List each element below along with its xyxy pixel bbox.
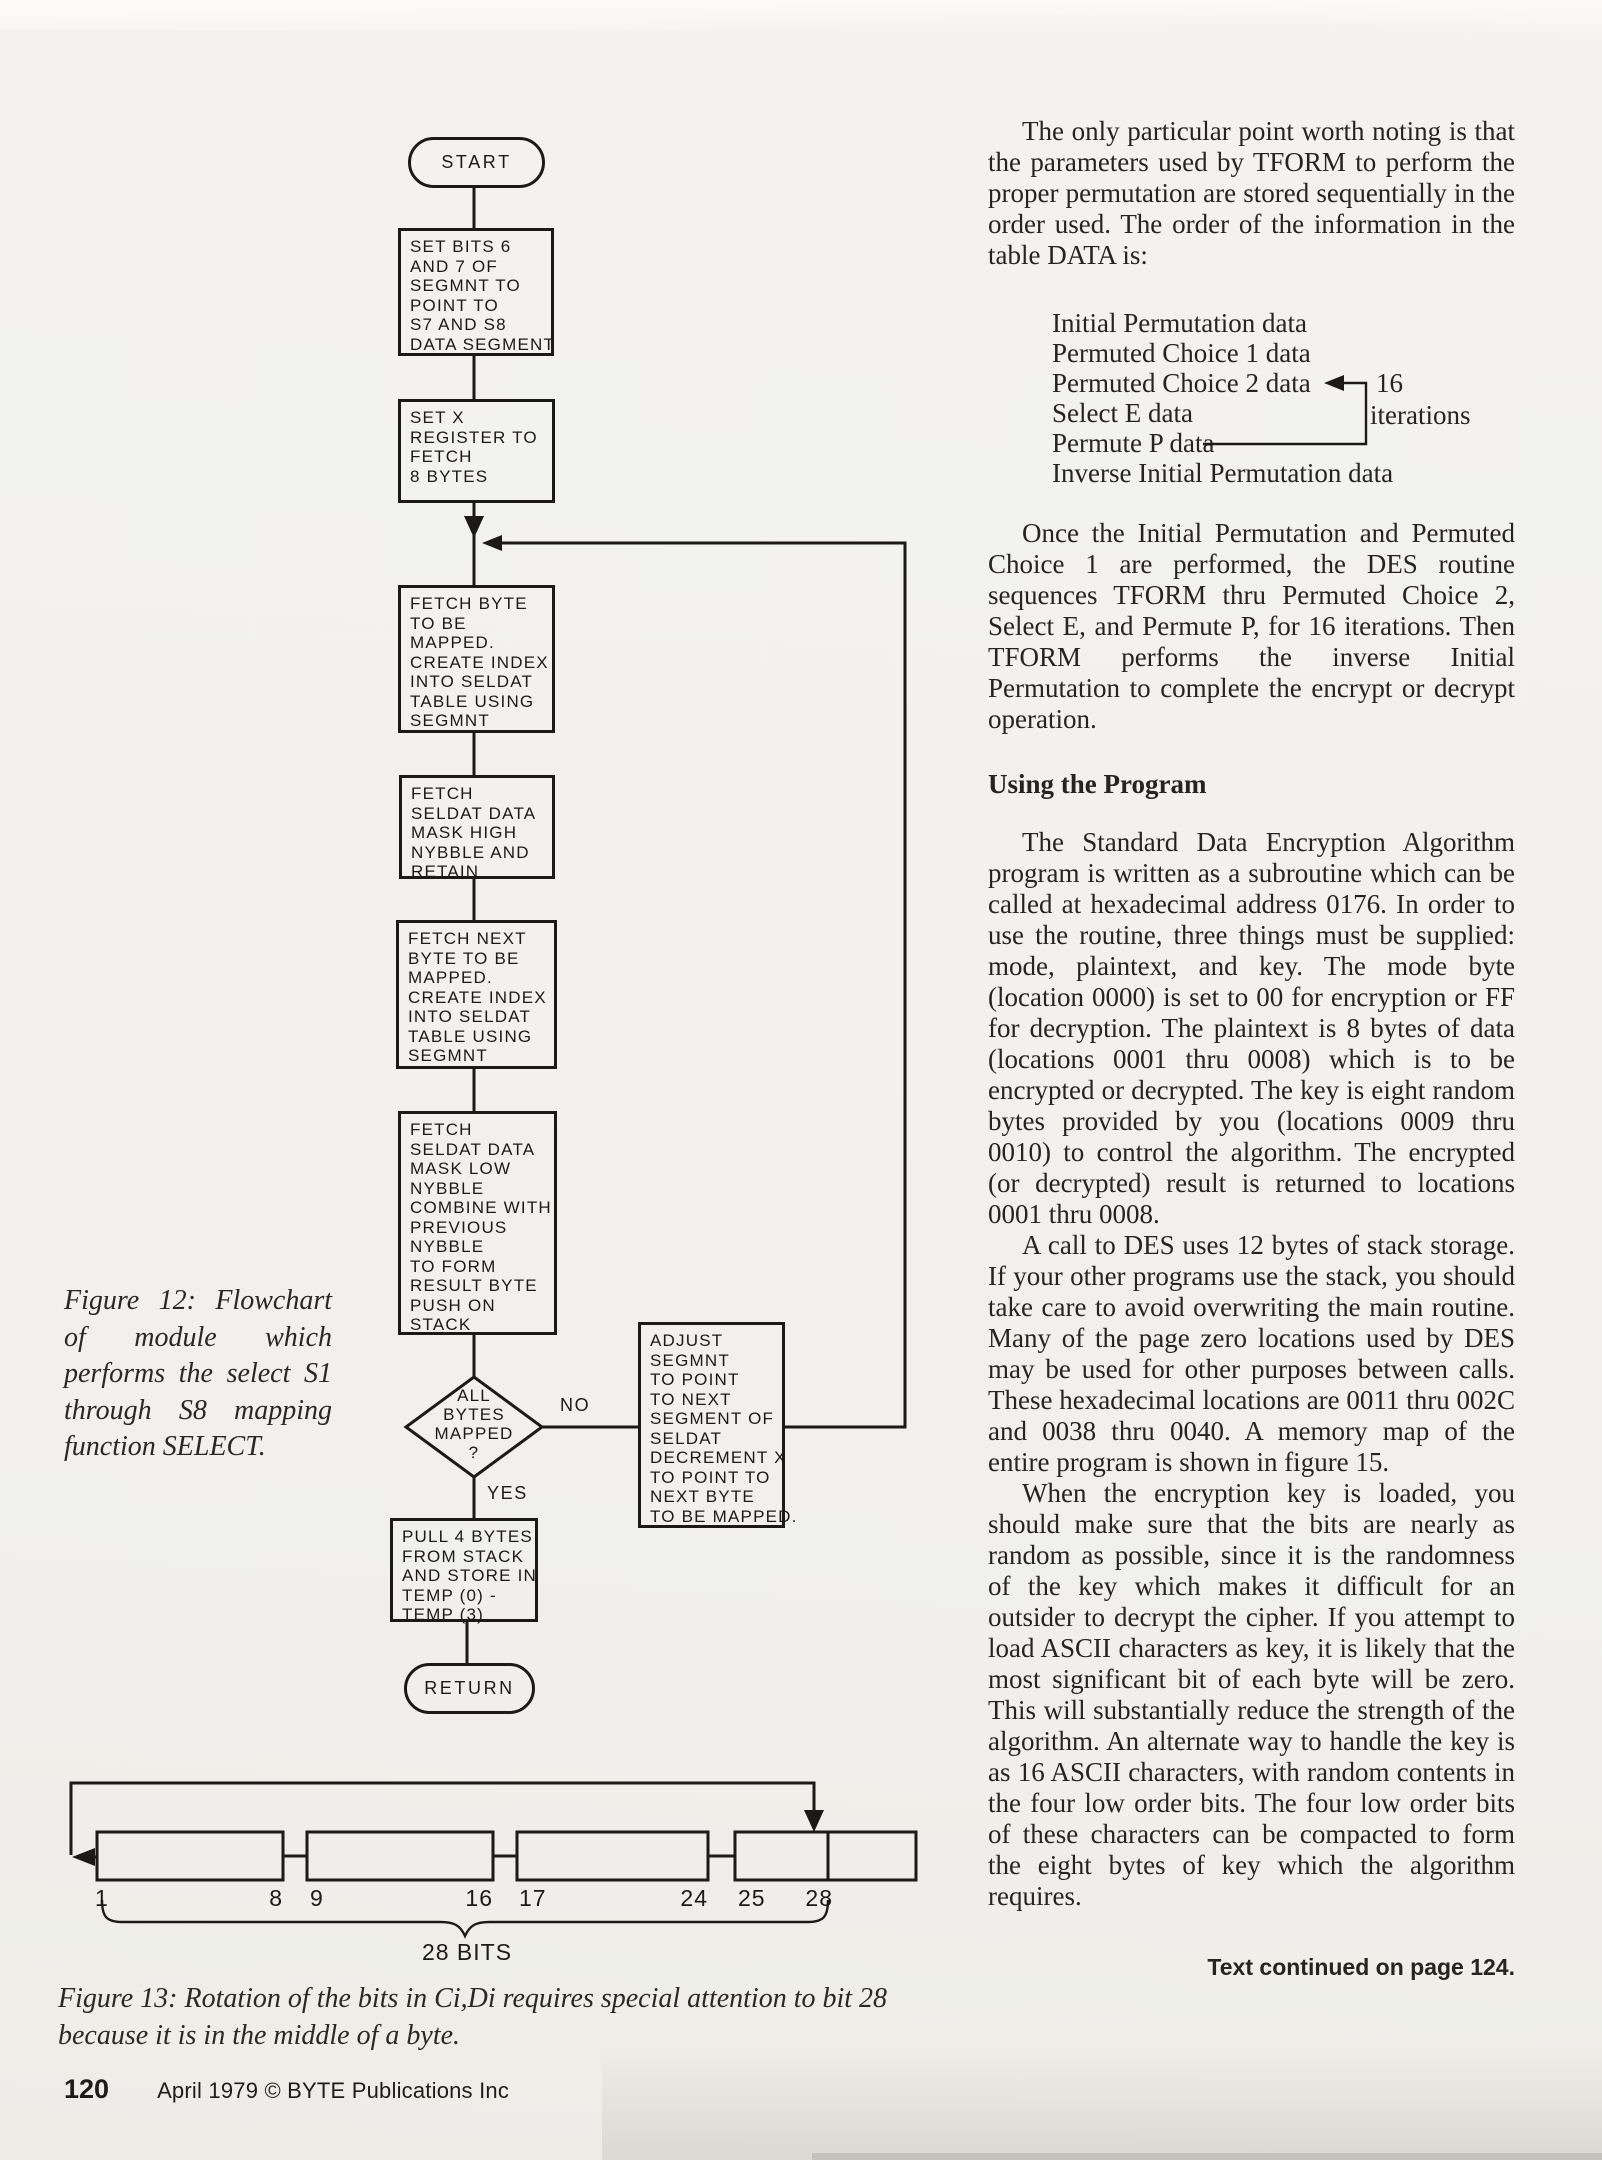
pull-bytes-label: PULL 4 BYTES FROM STACK AND STORE IN TEM… xyxy=(402,1527,537,1624)
decision-no-label: NO xyxy=(560,1395,591,1415)
iterations-word: iterations xyxy=(1370,400,1471,430)
page-number: 120 xyxy=(64,2074,110,2104)
decision-label: ALL BYTES MAPPED ? xyxy=(434,1386,514,1462)
article-column: The only particular point worth noting i… xyxy=(988,116,1515,1981)
fig13-byte-box-4 xyxy=(733,1830,918,1882)
flowchart-box-set-x: SET X REGISTER TO FETCH 8 BYTES xyxy=(398,399,555,503)
fig13-brace xyxy=(100,1899,830,1939)
fig13-bit-label-24: 24 xyxy=(680,1885,708,1911)
article-paragraph-1: The only particular point worth noting i… xyxy=(988,116,1515,270)
return-label: RETURN xyxy=(424,1677,515,1698)
fig13-bit-label-9: 9 xyxy=(310,1885,324,1911)
figure13-caption: Figure 13: Rotation of the bits in Ci,Di… xyxy=(58,1983,888,2051)
fig13-byte-box-3 xyxy=(515,1830,710,1882)
flowchart-box-fetch-seldat-low: FETCH SELDAT DATA MASK LOW NYBBLE COMBIN… xyxy=(398,1111,557,1335)
fig13-bit-label-25: 25 xyxy=(738,1885,766,1911)
fig13-rotation-path xyxy=(69,1781,816,1855)
page-footer: 120 April 1979 © BYTE Publications Inc xyxy=(64,2074,509,2105)
fetch-byte-label: FETCH BYTE TO BE MAPPED. CREATE INDEX IN… xyxy=(410,594,549,730)
flowchart-box-fetch-byte: FETCH BYTE TO BE MAPPED. CREATE INDEX IN… xyxy=(398,585,555,733)
set-x-label: SET X REGISTER TO FETCH 8 BYTES xyxy=(410,408,538,486)
fig13-width-label: 28 BITS xyxy=(422,1939,512,1965)
fig13-arrowhead-down xyxy=(804,1810,824,1832)
fig13-bit-label-8: 8 xyxy=(269,1885,283,1911)
article-paragraph-3: The Standard Data Encryption Algorithm p… xyxy=(988,827,1515,1229)
fig13-byte-box-1 xyxy=(95,1830,285,1882)
flowchart-return-terminal: RETURN xyxy=(404,1663,535,1714)
article-paragraph-5: When the encryption key is loaded, you s… xyxy=(988,1478,1515,1911)
fig13-arrowhead-left xyxy=(72,1848,95,1866)
bracket-line xyxy=(1203,381,1368,446)
data-order-list: Initial Permutation data Permuted Choice… xyxy=(1052,308,1515,488)
flowchart-start-terminal: START xyxy=(408,137,545,188)
list-item: Permuted Choice 1 data xyxy=(1052,338,1311,368)
list-item: Initial Permutation data xyxy=(1052,308,1307,338)
fetch-seldat-high-label: FETCH SELDAT DATA MASK HIGH NYBBLE AND R… xyxy=(411,784,537,881)
text-continued-note: Text continued on page 124. xyxy=(1207,1954,1515,1980)
iterations-annotation: 16 iterations xyxy=(1198,368,1518,473)
figure12-caption: Figure 12: Flowchart of module which per… xyxy=(64,1285,332,1462)
arrowhead-feedback-left xyxy=(482,535,502,551)
iterations-count: 16 xyxy=(1376,368,1403,398)
list-item: Permute P data xyxy=(1052,428,1215,458)
fetch-next-byte-label: FETCH NEXT BYTE TO BE MAPPED. CREATE IND… xyxy=(408,929,547,1065)
fig13-bit-label-17: 17 xyxy=(519,1885,547,1911)
arrowhead-down-junction xyxy=(464,516,484,538)
flowchart-box-fetch-next-byte: FETCH NEXT BYTE TO BE MAPPED. CREATE IND… xyxy=(396,920,557,1069)
article-paragraph-2: Once the Initial Permutation and Permute… xyxy=(988,518,1515,734)
fig13-bit-label-1: 1 xyxy=(95,1885,109,1911)
fig13-bit-label-16: 16 xyxy=(465,1885,493,1911)
bracket-arrowhead-left xyxy=(1324,375,1344,391)
decision-yes-label: YES xyxy=(487,1483,528,1503)
flowchart-box-fetch-seldat-high: FETCH SELDAT DATA MASK HIGH NYBBLE AND R… xyxy=(399,775,555,881)
scan-edge-strip xyxy=(812,2153,1602,2160)
list-item: Select E data xyxy=(1052,398,1193,428)
section-heading: Using the Program xyxy=(988,769,1207,799)
scan-edge-top xyxy=(0,0,1602,30)
flowchart-box-pull-bytes: PULL 4 BYTES FROM STACK AND STORE IN TEM… xyxy=(390,1518,538,1624)
adjust-segmnt-label: ADJUST SEGMNT TO POINT TO NEXT SEGMENT O… xyxy=(650,1331,798,1526)
list-item: Permuted Choice 2 data xyxy=(1052,368,1311,398)
set-bits-label: SET BITS 6 AND 7 OF SEGMNT TO POINT TO S… xyxy=(410,237,556,354)
flowchart-box-set-bits: SET BITS 6 AND 7 OF SEGMNT TO POINT TO S… xyxy=(398,228,554,356)
start-label: START xyxy=(441,151,512,172)
publication-credit: April 1979 © BYTE Publications Inc xyxy=(157,2078,510,2103)
flowchart-box-adjust-segmnt: ADJUST SEGMNT TO POINT TO NEXT SEGMENT O… xyxy=(638,1322,798,1528)
list-item: Inverse Initial Permutation data xyxy=(1052,458,1394,488)
fig13-byte-box-2 xyxy=(305,1830,495,1882)
article-paragraph-4: A call to DES uses 12 bytes of stack sto… xyxy=(988,1230,1515,1477)
fetch-seldat-low-label: FETCH SELDAT DATA MASK LOW NYBBLE COMBIN… xyxy=(410,1120,552,1334)
scan-edge-bottom xyxy=(602,2020,1602,2160)
fig13-bit-label-28: 28 xyxy=(805,1885,833,1911)
iterations-bracket xyxy=(1203,375,1368,446)
